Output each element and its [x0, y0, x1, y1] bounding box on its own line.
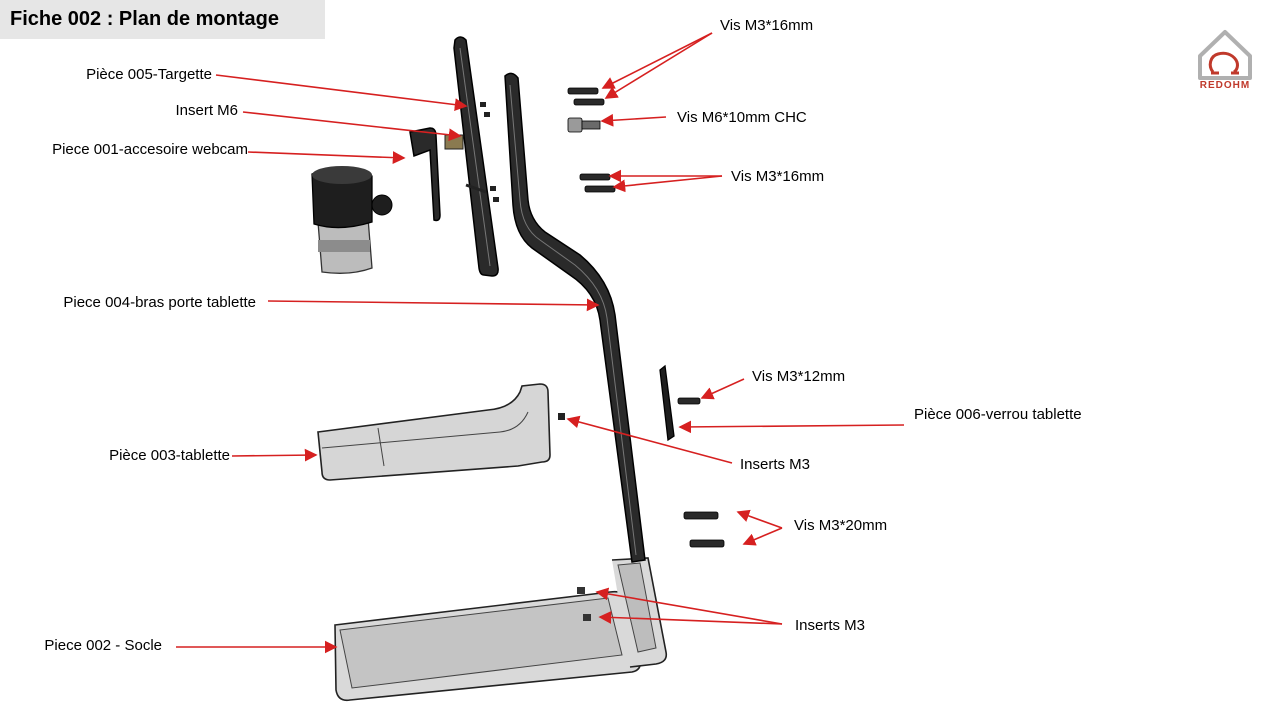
- screws: [567, 87, 725, 548]
- label-vis-m3-16-mid: Vis M3*16mm: [731, 168, 825, 185]
- tablette-part: [317, 383, 565, 481]
- label-targette: Pièce 005-Targette: [86, 66, 212, 83]
- webcam-part: [311, 166, 393, 274]
- label-bras: Piece 004-bras porte tablette: [63, 294, 256, 311]
- label-insert-m6: Insert M6: [175, 102, 238, 119]
- logo-text: REDOHM: [1199, 80, 1251, 91]
- label-inserts-m3-bottom: Inserts M3: [795, 617, 866, 634]
- targette-part: [453, 36, 499, 277]
- label-webcam-accessory: Piece 001-accesoire webcam: [52, 141, 248, 158]
- label-vis-m3-16-top: Vis M3*16mm: [720, 17, 814, 34]
- label-vis-m3-12: Vis M3*12mm: [752, 368, 846, 385]
- label-vis-m6: Vis M6*10mm CHC: [677, 109, 807, 126]
- label-socle: Piece 002 - Socle: [44, 637, 162, 654]
- bras-part: [504, 72, 646, 563]
- label-tablette: Pièce 003-tablette: [109, 447, 230, 464]
- redohm-logo-icon: [1198, 30, 1252, 80]
- leader-lines: [176, 32, 905, 654]
- label-verrou: Pièce 006-verrou tablette: [914, 406, 1082, 423]
- page-title: Fiche 002 : Plan de montage: [0, 0, 325, 39]
- label-inserts-m3-mid: Inserts M3: [740, 456, 811, 473]
- verrou-part: [659, 364, 675, 442]
- socle-part: [334, 557, 668, 702]
- label-vis-m3-20: Vis M3*20mm: [794, 517, 888, 534]
